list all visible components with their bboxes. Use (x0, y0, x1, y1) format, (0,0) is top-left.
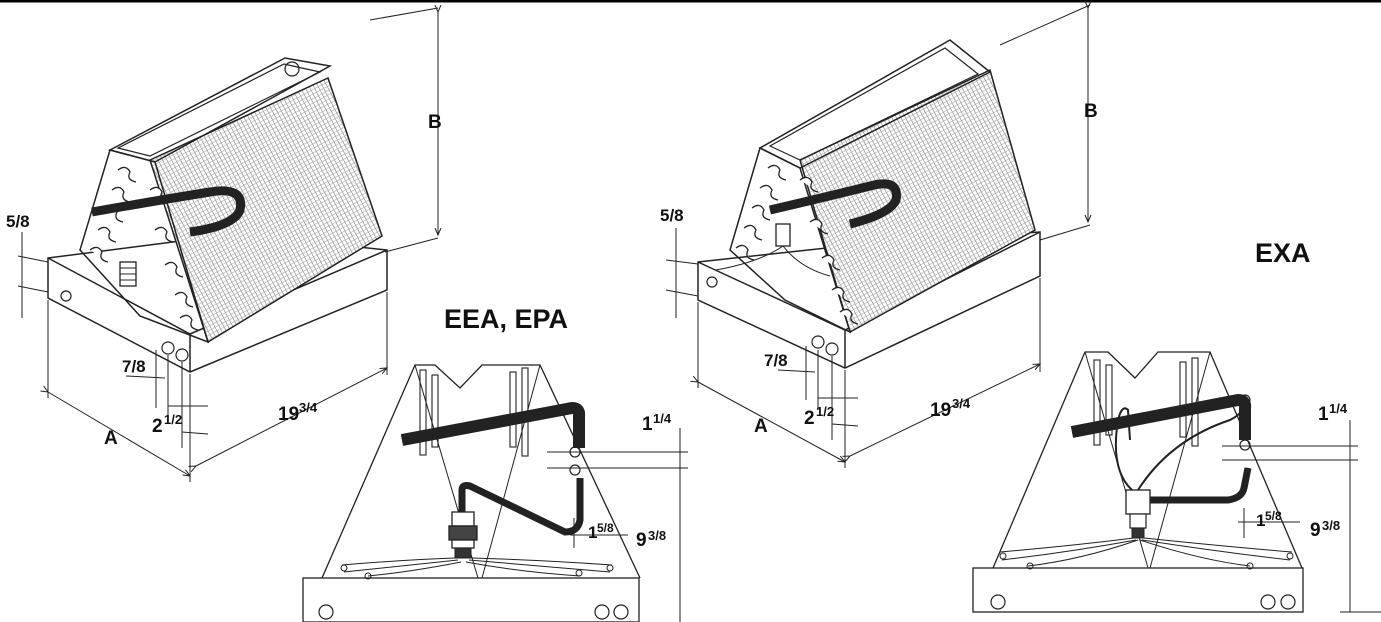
left-coil-unit: B 5/8 A 19 3/4 7/8 2 1/2 (6, 8, 442, 482)
left-dim-spacing-whole: 2 (152, 416, 163, 437)
top-fitting (284, 61, 300, 77)
right-detail-dim-side-frac: 5/8 (1265, 509, 1282, 523)
right-detail-dim-side-whole: 1 (1256, 511, 1265, 530)
left-detail-dim-side-whole: 1 (588, 523, 597, 542)
right-detail-liquid-line (1148, 467, 1252, 504)
right-dim-spacing-frac: 1/2 (816, 404, 834, 419)
right-hairpin-tubes (735, 164, 859, 325)
right-detail-metering-device (1125, 489, 1151, 539)
right-detail-dim-top-frac: 1/4 (1329, 401, 1348, 416)
left-detail-metering-device (448, 511, 478, 559)
right-dim-depth-frac: 3/4 (952, 396, 971, 411)
left-detail-dim-top-frac: 1/4 (653, 411, 672, 426)
left-dim-7-8: 7/8 (122, 357, 146, 376)
left-detail-dim-top-whole: 1 (642, 414, 653, 435)
right-detail-distributor-tubes (999, 537, 1293, 567)
right-dim-a: A (754, 416, 768, 437)
left-dim-b: B (428, 112, 442, 133)
right-coil-fins (799, 68, 1036, 334)
right-detail-dim-height-whole: 9 (1310, 520, 1321, 541)
left-detail-dim-side-frac: 5/8 (597, 521, 614, 535)
right-detail-dim-height-frac: 3/8 (1322, 518, 1340, 533)
right-dim-b: B (1084, 101, 1098, 122)
left-hairpin-tubes (89, 166, 199, 331)
left-dim-5-8: 5/8 (6, 212, 30, 231)
right-detail-view: 1 1/4 1 5/8 9 3/8 (972, 351, 1381, 613)
left-detail-drain-pan (302, 577, 640, 622)
left-dim-depth-whole: 19 (278, 404, 299, 425)
left-detail-dim-height-frac: 3/8 (648, 528, 666, 543)
left-detail-liquid-line (458, 478, 584, 536)
left-dim-spacing-frac: 1/2 (164, 412, 182, 427)
right-metering-device (775, 223, 791, 247)
left-dim-a: A (104, 428, 118, 449)
right-dim-spacing-whole: 2 (804, 408, 815, 429)
left-detail-dim-height-whole: 9 (636, 530, 647, 551)
right-dim-7-8: 7/8 (764, 351, 788, 370)
right-detail-capillary (1114, 399, 1247, 491)
left-dim-depth-frac: 3/4 (299, 400, 318, 415)
right-detail-drain-pan (972, 567, 1304, 613)
right-model-title: EXA (1255, 238, 1311, 268)
right-dim-depth-whole: 19 (930, 400, 951, 421)
right-dim-5-8: 5/8 (660, 206, 684, 225)
right-detail-tube-stubs (1093, 357, 1199, 447)
left-detail-distributor-tubes (341, 557, 613, 577)
right-detail-dim-top-whole: 1 (1318, 404, 1329, 425)
left-detail-tube-stubs (419, 367, 529, 457)
left-coil-fins (149, 76, 383, 344)
left-detail-view: 1 1/4 1 5/8 9 3/8 (302, 364, 688, 622)
right-coil-unit: B 5/8 A 19 3/4 7/8 2 1/2 (660, 5, 1098, 468)
left-model-title: EEA, EPA (444, 304, 568, 334)
